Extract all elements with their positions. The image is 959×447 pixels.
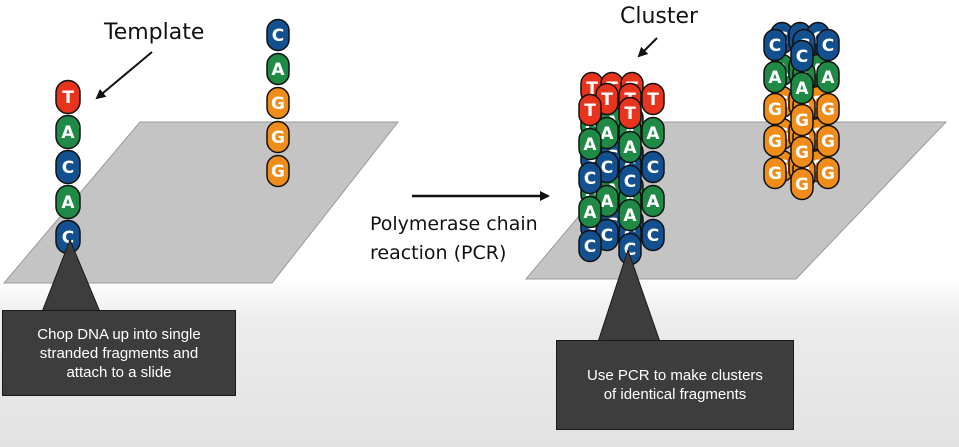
cluster-base-c: C [578, 229, 602, 263]
cluster-base-t: T [618, 96, 642, 130]
cluster-base-t: T [641, 82, 665, 116]
svg-text:T: T [624, 104, 636, 124]
svg-text:G: G [821, 132, 835, 152]
svg-text:C: C [769, 36, 781, 56]
callout-use-pcr: Use PCR to make clusters of identical fr… [556, 340, 794, 430]
svg-text:G: G [271, 162, 285, 182]
callout-chop-dna-text: Chop DNA up into single stranded fragmen… [37, 325, 201, 381]
template-label: Template [104, 20, 205, 45]
cluster2-base-a: A [816, 60, 840, 94]
svg-text:G: G [795, 111, 809, 131]
cluster-base-c: C [641, 150, 665, 184]
svg-text:G: G [768, 100, 782, 120]
svg-text:A: A [271, 60, 285, 80]
callout-chop-dna: Chop DNA up into single stranded fragmen… [2, 310, 236, 396]
svg-text:C: C [62, 158, 74, 178]
svg-text:A: A [768, 68, 782, 88]
cluster-base-c: C [578, 161, 602, 195]
svg-text:T: T [601, 90, 613, 110]
svg-text:A: A [600, 124, 614, 144]
fragment-base-g: G [266, 120, 290, 154]
cluster2-base-g: G [790, 135, 814, 169]
cluster-base-a: A [641, 116, 665, 150]
svg-text:G: G [795, 143, 809, 163]
svg-text:A: A [646, 124, 660, 144]
cluster2-base-g: G [763, 124, 787, 158]
cluster-base-a: A [618, 130, 642, 164]
cluster2-base-c: C [816, 28, 840, 62]
second-cluster: CCCAAAGGGGGGGGGCCCAAAGGGGGGGGGCAGGG [763, 21, 840, 201]
svg-text:A: A [583, 203, 597, 223]
cluster-base-t: T [578, 93, 602, 127]
svg-text:A: A [600, 192, 614, 212]
slide-left [2, 121, 400, 284]
svg-text:A: A [623, 206, 637, 226]
cluster-label: Cluster [620, 4, 699, 29]
svg-text:G: G [271, 94, 285, 114]
svg-text:A: A [623, 138, 637, 158]
svg-text:C: C [647, 158, 659, 178]
cluster-base-a: A [578, 195, 602, 229]
svg-text:G: G [795, 175, 809, 195]
cluster-base-a: A [578, 127, 602, 161]
fragment-base-a: A [266, 52, 290, 86]
svg-text:A: A [795, 79, 809, 99]
svg-text:C: C [796, 47, 808, 67]
svg-text:C: C [624, 172, 636, 192]
cluster-base-a: A [618, 198, 642, 232]
template-base-t: T [55, 79, 81, 115]
svg-text:C: C [601, 158, 613, 178]
svg-text:A: A [61, 193, 75, 213]
svg-text:G: G [271, 128, 285, 148]
callout-use-pcr-text: Use PCR to make clusters of identical fr… [587, 367, 763, 403]
pcr-label-line1: Polymerase chain [370, 213, 538, 235]
cluster-base-c: C [618, 164, 642, 198]
cluster2-base-g: G [763, 156, 787, 190]
svg-text:G: G [821, 100, 835, 120]
fragment-base-g: G [266, 154, 290, 188]
svg-text:G: G [768, 164, 782, 184]
svg-text:T: T [62, 88, 74, 108]
template-base-a: A [55, 114, 81, 150]
cluster2-base-g: G [763, 92, 787, 126]
template-pointer-arrow [95, 51, 153, 100]
cluster2-base-g: G [816, 124, 840, 158]
svg-text:C: C [584, 237, 596, 257]
svg-text:C: C [601, 226, 613, 246]
cluster-base-a: A [641, 184, 665, 218]
svg-text:T: T [647, 90, 659, 110]
svg-text:C: C [272, 26, 284, 46]
pcr-cluster: TTTAAACCCAAACCCTTTAAACCCAAACCCTACACTACAC [578, 71, 665, 266]
svg-text:T: T [584, 101, 596, 121]
svg-text:G: G [768, 132, 782, 152]
cluster2-base-g: G [790, 103, 814, 137]
svg-text:C: C [584, 169, 596, 189]
pcr-label-line2: reaction (PCR) [370, 242, 507, 264]
cluster-pointer-arrow [637, 37, 658, 58]
cluster2-base-a: A [763, 60, 787, 94]
svg-text:A: A [646, 192, 660, 212]
cluster2-base-g: G [790, 167, 814, 201]
svg-text:A: A [61, 123, 75, 143]
cluster-base-c: C [641, 218, 665, 252]
template-base-a: A [55, 184, 81, 220]
svg-text:A: A [821, 68, 835, 88]
fragment-base-c: C [266, 18, 290, 52]
cluster2-base-c: C [790, 39, 814, 73]
cluster2-base-g: G [816, 156, 840, 190]
cluster2-base-c: C [763, 28, 787, 62]
svg-text:C: C [647, 226, 659, 246]
fragment-base-g: G [266, 86, 290, 120]
svg-text:C: C [822, 36, 834, 56]
svg-text:A: A [583, 135, 597, 155]
cluster2-base-g: G [816, 92, 840, 126]
template-base-c: C [55, 149, 81, 185]
svg-text:G: G [821, 164, 835, 184]
cluster2-base-a: A [790, 71, 814, 105]
